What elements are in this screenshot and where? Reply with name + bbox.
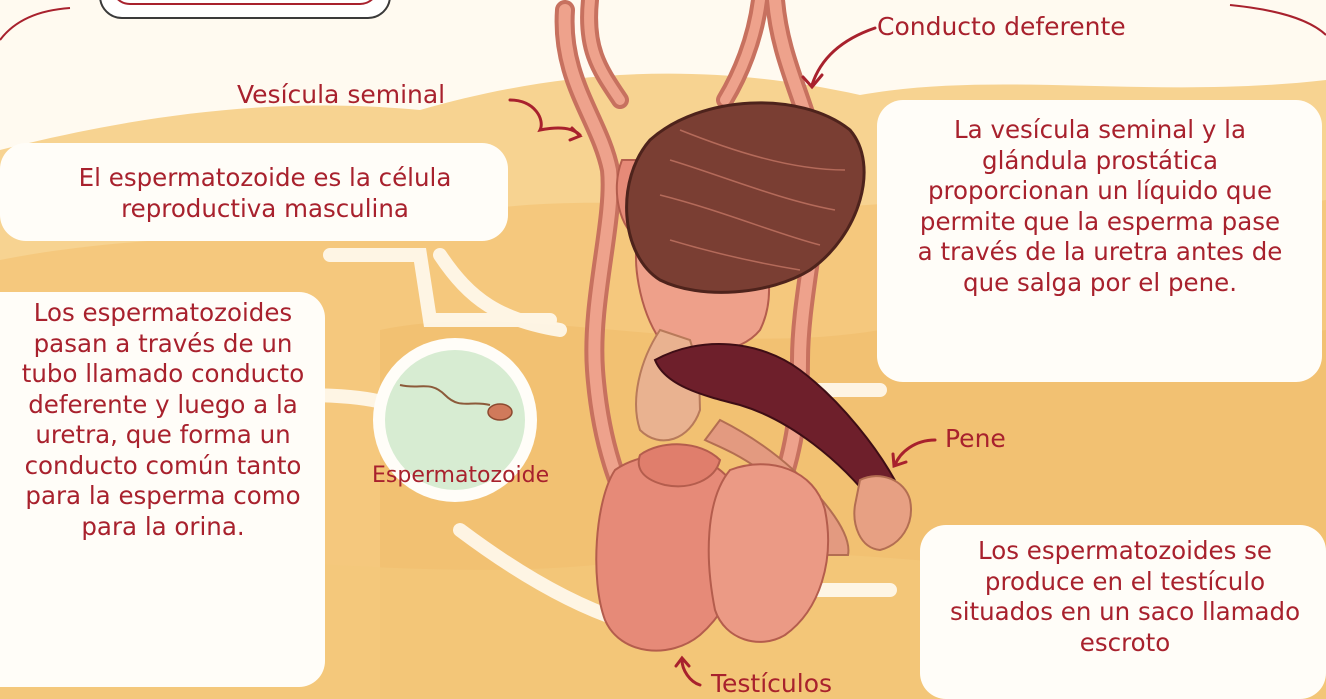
label-vesicula-seminal: Vesícula seminal bbox=[237, 80, 446, 109]
sperm-circle bbox=[373, 338, 537, 502]
label-testiculos: Testículos bbox=[711, 669, 833, 698]
sperm-path-box bbox=[0, 292, 325, 687]
top-card-edge bbox=[99, 0, 391, 19]
label-espermatozoide: Espermatozoide bbox=[372, 463, 550, 488]
pointer-arrows bbox=[508, 26, 937, 687]
frame-arc-right bbox=[1229, 4, 1326, 36]
sperm-cell-text: El espermatozoide es la célula reproduct… bbox=[78, 163, 452, 223]
testicle-shapes bbox=[595, 443, 829, 652]
sperm-cell-box bbox=[0, 143, 508, 241]
label-pene: Pene bbox=[945, 424, 1006, 453]
sperm-cell-icon bbox=[399, 384, 491, 406]
bladder-shape bbox=[625, 101, 866, 294]
seminal-fluid-text: La vesícula seminal y la glándula prostá… bbox=[917, 115, 1283, 297]
testicle-production-text: Los espermatozoides se produce en el tes… bbox=[949, 536, 1301, 657]
frame-arc-left bbox=[0, 7, 71, 41]
seminal-fluid-box bbox=[877, 100, 1322, 382]
sperm-path-text: Los espermatozoides pasan a través de un… bbox=[21, 298, 305, 541]
testicle-production-box bbox=[920, 525, 1326, 699]
label-conducto-deferente: Conducto deferente bbox=[877, 12, 1126, 41]
